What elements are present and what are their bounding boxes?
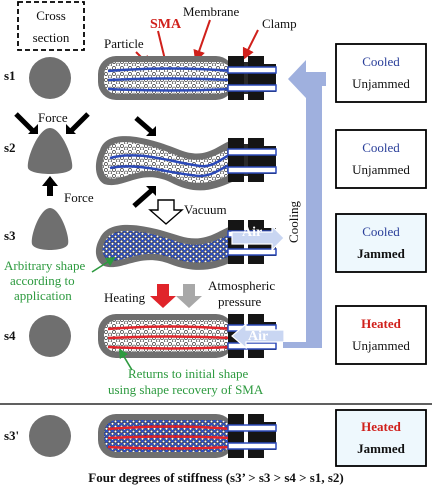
sma-label: SMA: [150, 17, 182, 32]
air-out-label: Air: [242, 225, 262, 240]
port-s3p-a: [227, 424, 277, 432]
particles-s3-jammed: [102, 230, 232, 263]
arbitrary-label-3: application: [14, 288, 72, 303]
returns-label-1: Returns to initial shape: [128, 366, 248, 381]
arbitrary-pointer-arrow: [91, 256, 116, 273]
row-id-s2: s2: [4, 140, 16, 155]
cooling-arrow: [288, 60, 326, 342]
cross-section-label-2: section: [33, 30, 70, 45]
heating-label: Heating: [104, 290, 146, 305]
particle-label: Particle: [104, 36, 144, 51]
particles-s2: [102, 142, 232, 183]
force-arrow-gripper-top: [134, 116, 154, 134]
state-box-s3-prime: Heated Jammed: [335, 409, 427, 467]
pressure-arrow: [176, 284, 202, 308]
clamp-ring-s2-b: [248, 138, 264, 182]
cross-section-circle-s4: [29, 315, 71, 357]
port-s4-b: [227, 342, 277, 350]
membrane-label: Membrane: [183, 4, 240, 19]
cross-section-shape-s3: [31, 208, 69, 250]
gripper-s3-prime: [98, 414, 277, 458]
state-jam-s2: Unjammed: [352, 162, 410, 177]
cross-section-triangle-s2: [27, 128, 73, 174]
sma-wire-s1-b: [107, 77, 233, 82]
state-temp-s3-prime: Heated: [361, 419, 401, 434]
vacuum-arrow: [148, 199, 184, 225]
arbitrary-label-2: according to: [10, 273, 75, 288]
port-s2-a: [227, 148, 277, 156]
cross-section-circle-s3-prime: [29, 415, 71, 457]
row-id-s3: s3: [4, 228, 16, 243]
state-box-s4: Heated Unjammed: [335, 305, 427, 365]
force-top-label: Force: [38, 110, 68, 125]
vacuum-label: Vacuum: [184, 202, 227, 217]
port-s2-b: [227, 166, 277, 174]
air-in-label: Air: [248, 329, 268, 344]
state-temp-s1: Cooled: [362, 54, 400, 69]
row-id-s4: s4: [4, 328, 16, 343]
force-arrow-right: [68, 112, 90, 134]
atmospheric-label-1: Atmospheric: [208, 278, 275, 293]
cross-section-label-1: Cross: [36, 8, 66, 23]
gripper-s4: [98, 314, 277, 358]
sma-wire-s2-a: [109, 152, 233, 168]
clamp-ring-s3p-b: [248, 414, 264, 458]
state-jam-s3-prime: Jammed: [357, 441, 405, 456]
force-bottom-label: Force: [64, 190, 94, 205]
state-temp-s3: Cooled: [362, 224, 400, 239]
sma-wire-s1-a: [107, 67, 233, 73]
port-s1-a: [227, 66, 277, 74]
state-box-s2: Cooled Unjammed: [335, 129, 427, 189]
gripper-s1: [98, 56, 277, 100]
clamp-ring-s1-b: [248, 56, 264, 100]
state-jam-s1: Unjammed: [352, 76, 410, 91]
clamp-ring-s2-a: [228, 138, 244, 182]
state-temp-s4: Heated: [361, 316, 401, 331]
state-jam-s4: Unjammed: [352, 338, 410, 353]
sma-wire-s3p-b: [107, 435, 233, 440]
sma-wire-s3p-a: [107, 425, 233, 431]
cross-section-box: [17, 1, 85, 51]
sma-wire-s4-c: [107, 345, 233, 350]
cross-section-circle-s1: [29, 57, 71, 99]
gripper-s3: [95, 220, 277, 270]
returns-pointer-arrow: [119, 348, 133, 371]
force-arrow-gripper-bottom: [132, 188, 154, 208]
row-id-s1: s1: [4, 68, 16, 83]
cooling-label: Cooling: [286, 201, 301, 243]
air-in-arrow: [231, 322, 285, 350]
port-s3-b: [227, 248, 277, 256]
gripper-s2: [95, 136, 277, 191]
arbitrary-label-1: Arbitrary shape: [4, 258, 85, 273]
state-jam-s3: Jammed: [357, 246, 405, 261]
air-out-arrow: [231, 224, 285, 252]
state-box-s3: Cooled Jammed: [335, 213, 427, 273]
sma-wire-s1-c: [107, 87, 233, 92]
clamp-ring-s3p-a: [228, 414, 244, 458]
footer-caption: Four degrees of stiffness (s3’ > s3 > s4…: [88, 470, 344, 485]
state-box-s1: Cooled Unjammed: [335, 43, 427, 103]
port-s3p-b: [227, 442, 277, 450]
state-temp-s2: Cooled: [362, 140, 400, 155]
clamp-ring-s1-a: [228, 56, 244, 100]
port-s1-b: [227, 84, 277, 92]
membrane-pointer-arrow: [193, 19, 211, 63]
heating-arrow: [150, 284, 176, 308]
atmospheric-label-2: pressure: [218, 294, 262, 309]
sma-wire-s2-b: [109, 162, 233, 178]
force-arrow-left: [14, 112, 36, 134]
clamp-pointer-arrow: [242, 29, 259, 61]
sma-wire-s4-b: [107, 335, 233, 340]
sma-wire-s4-a: [107, 325, 233, 331]
sma-wire-s3p-c: [107, 445, 233, 450]
clamp-label: Clamp: [262, 16, 297, 31]
returns-label-2: using shape recovery of SMA: [108, 382, 264, 397]
row-id-s3-prime: s3': [4, 428, 19, 443]
